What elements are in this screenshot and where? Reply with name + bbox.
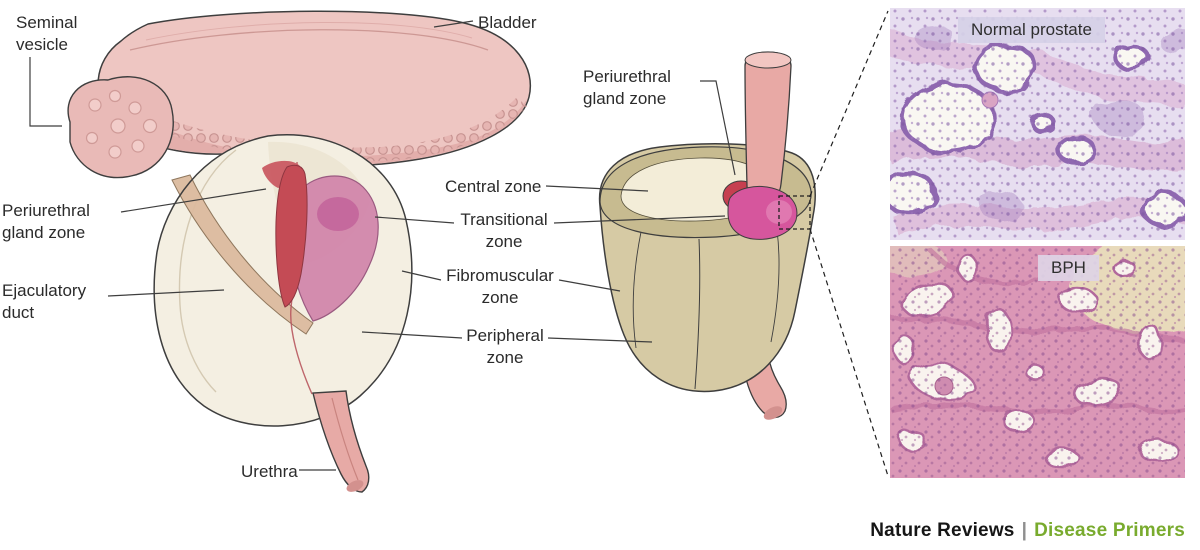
label-bladder: Bladder xyxy=(478,13,537,32)
label-seminal-vesicle: Seminal vesicle xyxy=(16,13,78,54)
label-fibromuscular-zone: Fibromuscular zone xyxy=(446,266,554,307)
prostate-axial-figure xyxy=(598,51,816,420)
prostate-sagittal-shape xyxy=(153,134,413,427)
journal-name: Nature Reviews xyxy=(870,520,1015,541)
histology-normal-image xyxy=(890,8,1185,240)
label-urethra: Urethra xyxy=(241,462,298,481)
histology-bph-image xyxy=(890,246,1185,478)
periurethral-zone-shape xyxy=(275,164,308,308)
journal-credit: Nature Reviews | Disease Primers xyxy=(870,520,1185,542)
label-bph: BPH xyxy=(1038,255,1099,281)
series-name: Disease Primers xyxy=(1034,520,1185,541)
credit-separator: | xyxy=(1021,520,1028,541)
leader-lines xyxy=(29,20,736,471)
ejaculatory-duct-shape xyxy=(171,174,314,335)
label-periurethral-gland-zone-axial: Periurethral gland zone xyxy=(583,67,671,108)
label-normal-prostate: Normal prostate xyxy=(958,17,1105,43)
label-periurethral-gland-zone-sagittal: Periurethral gland zone xyxy=(2,201,90,242)
label-peripheral-zone: Peripheral zone xyxy=(466,326,544,367)
label-ejaculatory-duct: Ejaculatory duct xyxy=(2,281,87,322)
bladder-shape xyxy=(97,10,531,167)
seminal-vesicle-shape xyxy=(67,76,174,179)
transitional-zone-axial xyxy=(727,185,798,240)
zoom-connector-lines xyxy=(809,10,889,477)
label-central-zone: Central zone xyxy=(445,177,542,196)
zoom-region-box xyxy=(778,195,811,230)
urethra-shape xyxy=(312,390,370,493)
label-transitional-zone: Transitional zone xyxy=(460,210,548,251)
